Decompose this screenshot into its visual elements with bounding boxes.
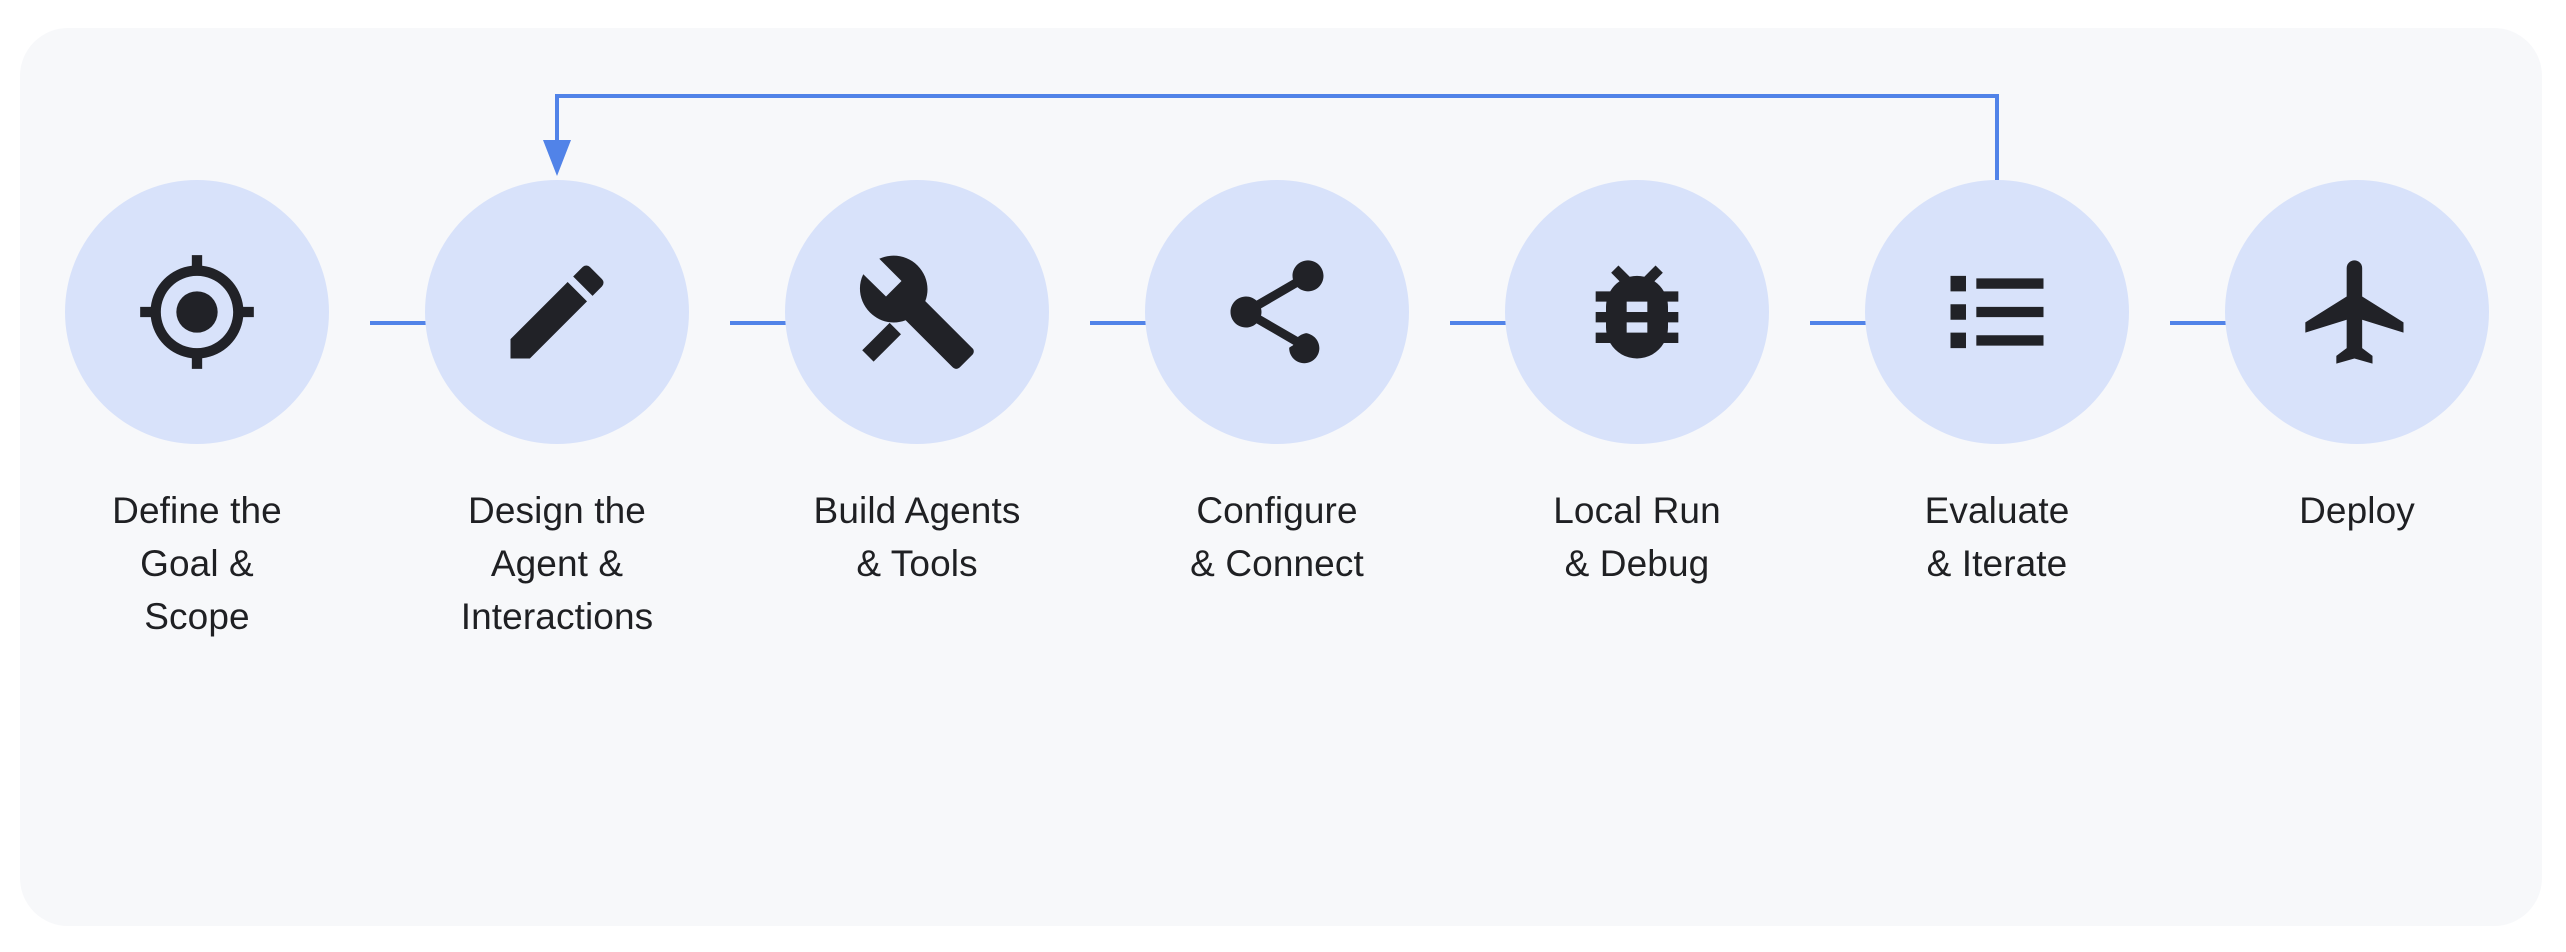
- step-label: Local Run & Debug: [1553, 490, 1721, 584]
- pencil-icon: [495, 250, 619, 374]
- step-icon-circle[interactable]: [1505, 180, 1769, 444]
- step-design-the-agent-and-interactions[interactable]: Design the Agent & Interactions: [407, 180, 707, 643]
- step-label: Deploy: [2299, 490, 2415, 531]
- step-configure-and-connect[interactable]: Configure & Connect: [1127, 180, 1427, 590]
- step-deploy[interactable]: Deploy: [2207, 180, 2507, 537]
- tools-icon: [855, 250, 979, 374]
- target-icon: [135, 250, 259, 374]
- step-label: Configure & Connect: [1190, 490, 1364, 584]
- step-label: Design the Agent & Interactions: [460, 490, 654, 637]
- step-label: Build Agents & Tools: [813, 490, 1021, 584]
- list-icon: [1935, 250, 2059, 374]
- airplane-icon: [2295, 250, 2419, 374]
- step-label: Define the Goal & Scope: [112, 490, 282, 637]
- step-icon-circle[interactable]: [425, 180, 689, 444]
- step-icon-circle[interactable]: [2225, 180, 2489, 444]
- workflow-panel: Define the Goal & Scope Design the Agent…: [20, 28, 2542, 926]
- steps-row: Define the Goal & Scope Design the Agent…: [20, 28, 2542, 926]
- step-label: Evaluate & Iterate: [1924, 490, 2070, 584]
- step-icon-circle[interactable]: [1145, 180, 1409, 444]
- step-icon-circle[interactable]: [65, 180, 329, 444]
- bug-icon: [1575, 250, 1699, 374]
- step-evaluate-and-iterate[interactable]: Evaluate & Iterate: [1847, 180, 2147, 590]
- step-icon-circle[interactable]: [1865, 180, 2129, 444]
- share-icon: [1215, 250, 1339, 374]
- step-local-run-and-debug[interactable]: Local Run & Debug: [1487, 180, 1787, 590]
- step-build-agents-and-tools[interactable]: Build Agents & Tools: [767, 180, 1067, 590]
- step-define-the-goal-and-scope[interactable]: Define the Goal & Scope: [47, 180, 347, 643]
- step-icon-circle[interactable]: [785, 180, 1049, 444]
